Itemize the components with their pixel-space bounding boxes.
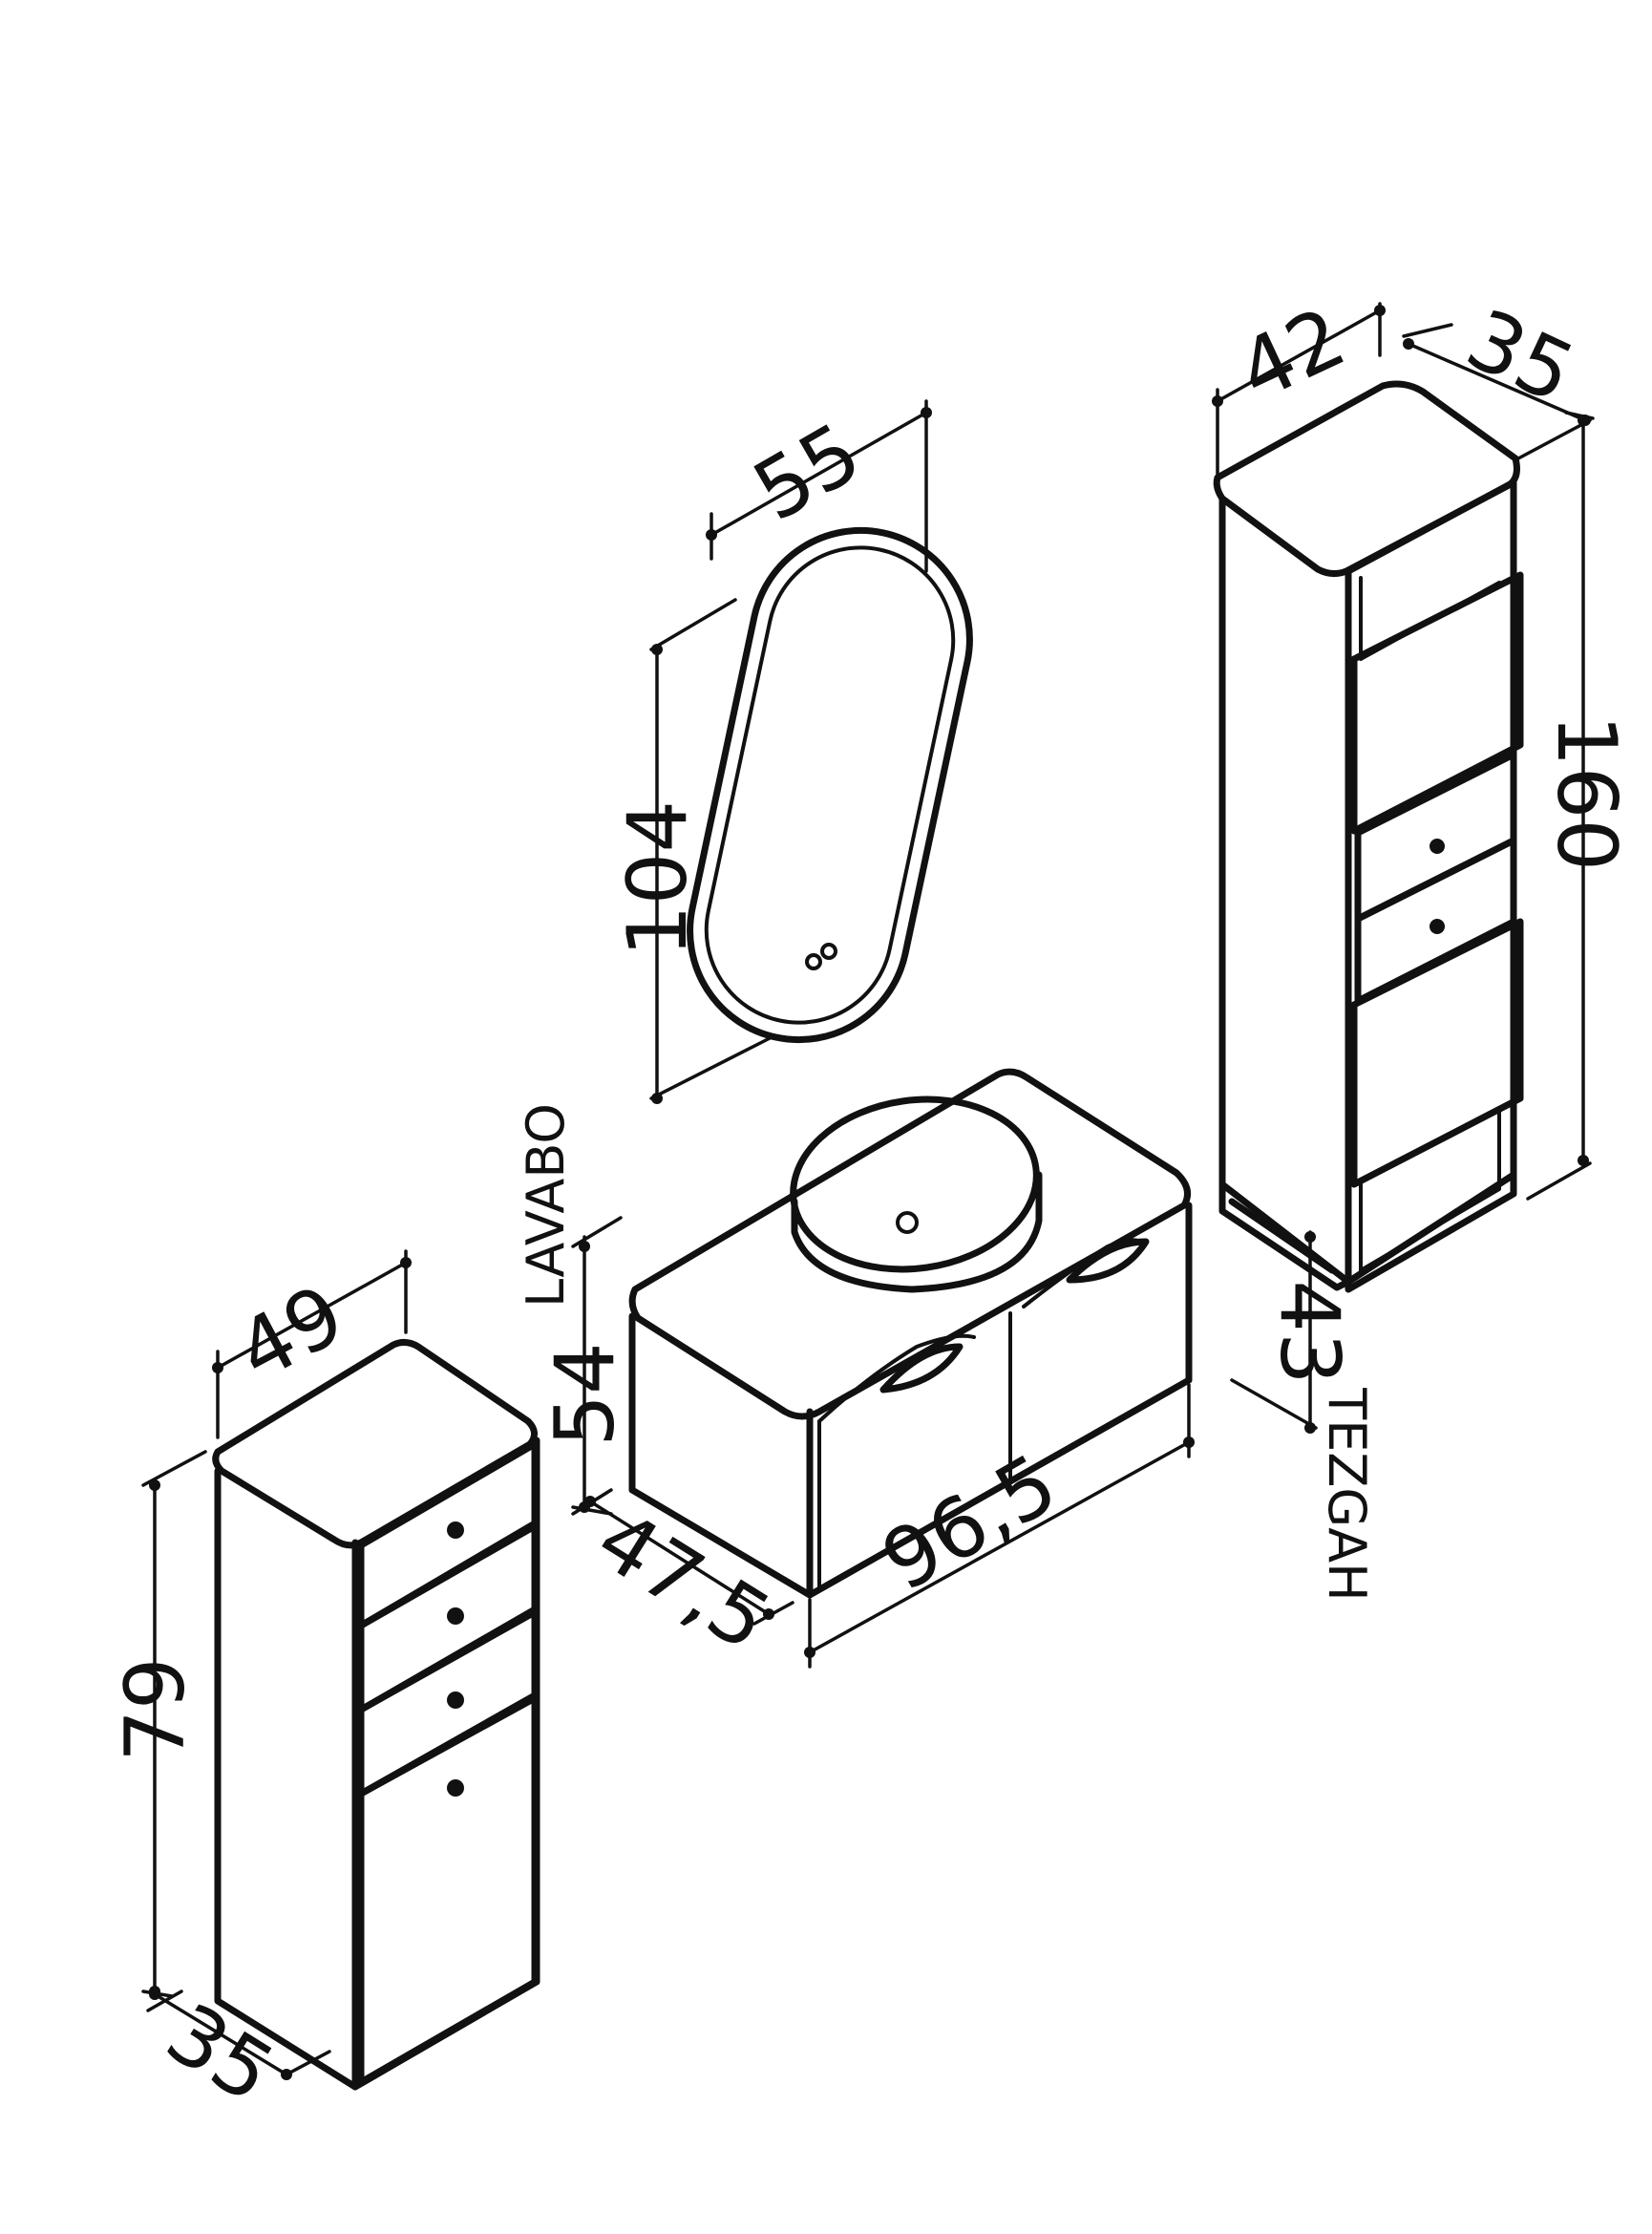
drawer-unit <box>212 1338 540 2091</box>
basin-drain <box>896 1211 919 1234</box>
tall-cabinet-width-dimension <box>1212 302 1386 484</box>
tall-cabinet-upper-door <box>1350 571 1524 835</box>
vanity-cabinet <box>628 1068 1193 1599</box>
tall-cabinet-drawer-top <box>1354 751 1517 923</box>
basin-rim <box>790 1096 1040 1273</box>
drawer-unit-height-label: 79 <box>108 1657 203 1761</box>
drawer-knob <box>1430 839 1445 854</box>
mirror-width-label: 55 <box>738 405 877 540</box>
vanity-front-left <box>628 1312 814 1599</box>
tall-cabinet-lower-shelf <box>1359 1106 1501 1272</box>
drawer-4 <box>357 1694 539 2086</box>
vanity-handle-right <box>1066 1238 1150 1284</box>
drawer-unit-depth-dimension <box>146 1989 331 2080</box>
tall-cabinet-lower-door <box>1350 918 1524 1188</box>
drawer-unit-body <box>214 1467 359 2091</box>
mirror-touch-button <box>805 953 822 970</box>
tall-cabinet-height-label: 160 <box>1538 714 1634 871</box>
tall-cabinet <box>1213 380 1524 1293</box>
tall-cabinet-base <box>1218 1181 1352 1291</box>
tall-cabinet-body <box>1218 495 1352 1286</box>
vanity-front-right <box>806 1202 1193 1599</box>
basin-body <box>791 1171 1043 1293</box>
vanity-width-dimension <box>804 1383 1195 1669</box>
mirror-height-label: 104 <box>610 800 706 957</box>
vanity-top <box>628 1068 1192 1420</box>
mirror-touch-button <box>820 943 837 960</box>
tall-cabinet-height-dimension <box>1516 415 1592 1201</box>
oval-mirror <box>687 526 973 1044</box>
mirror-height-dimension <box>649 598 775 1104</box>
counter-offset-label: 43 <box>1261 1280 1357 1384</box>
drawer-knob <box>447 1521 464 1539</box>
drawer-knob <box>447 1691 464 1709</box>
mirror-width-dimension <box>706 399 932 573</box>
drawer-unit-height-dimension <box>141 1450 207 1998</box>
vanity-handle-left <box>879 1343 964 1394</box>
vanity-door-right <box>1022 1238 1143 1308</box>
drawer-knob <box>447 1779 464 1797</box>
drawer-unit-width-dimension <box>212 1249 412 1439</box>
vanity-depth-dimension <box>571 1488 794 1626</box>
drawer-knob <box>1430 919 1445 934</box>
drawer-knob <box>447 1607 464 1625</box>
vanity-height-label: 54 <box>538 1342 633 1446</box>
mirror-frame-outer <box>687 526 973 1044</box>
drawer-1 <box>357 1440 539 1629</box>
basin-label: LAVABO <box>516 1103 576 1308</box>
counter-offset-dimension <box>1230 1230 1318 1434</box>
counter-label: TEZGAH <box>1317 1387 1377 1602</box>
vanity-door-left <box>817 1333 976 1592</box>
tall-cabinet-width-label: 42 <box>1224 289 1359 420</box>
tall-cabinet-depth-label: 35 <box>1453 291 1588 422</box>
mirror-frame-inner <box>704 545 956 1025</box>
vessel-basin <box>790 1096 1043 1293</box>
